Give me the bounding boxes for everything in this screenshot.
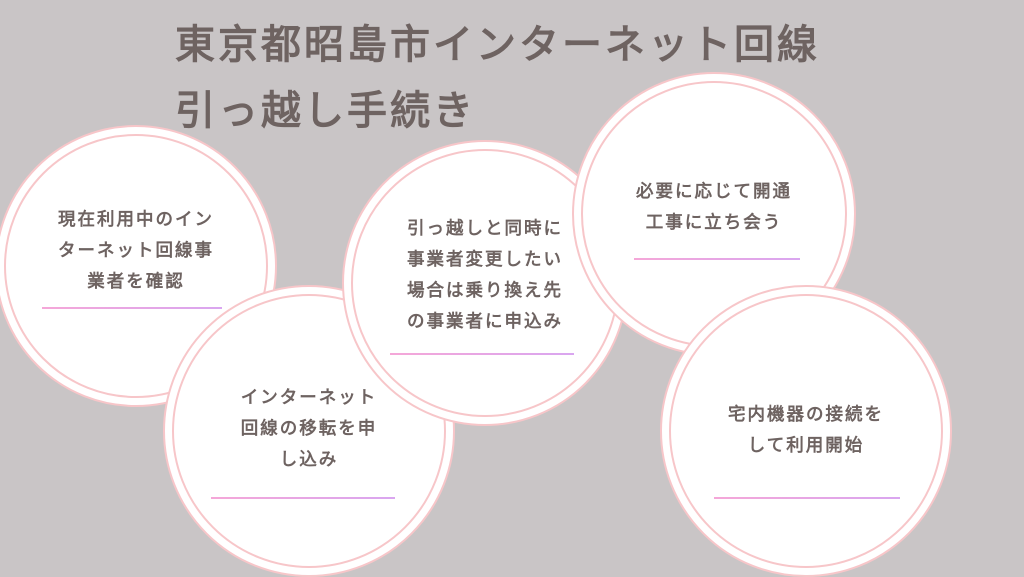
step-3-line: 引っ越しと同時に bbox=[407, 219, 563, 239]
step-1-line: 現在利用中のイン bbox=[58, 210, 214, 230]
step-1-text: 現在利用中のイン ターネット回線事 業者を確認 bbox=[0, 205, 275, 298]
step-1-divider bbox=[42, 307, 222, 309]
step-1-line: 業者を確認 bbox=[87, 272, 185, 292]
step-4-line: 必要に応じて開通 bbox=[636, 182, 792, 202]
step-2-line: 回線の移転を申 bbox=[240, 419, 378, 439]
step-2-text: インターネット 回線の移転を申 し込み bbox=[165, 383, 453, 476]
step-4-text: 必要に応じて開通 工事に立ち会う bbox=[574, 177, 854, 239]
step-4-line: 工事に立ち会う bbox=[645, 213, 783, 233]
step-5-line: 宅内機器の接続を bbox=[728, 405, 884, 425]
step-3-line: 事業者変更したい bbox=[407, 250, 563, 270]
title-line-1: 東京都昭島市インターネット回線 bbox=[175, 22, 820, 68]
step-1-line: ターネット回線事 bbox=[58, 241, 214, 261]
step-3-line: の事業者に申込み bbox=[407, 312, 563, 332]
step-2-line: し込み bbox=[279, 450, 339, 470]
title-line-2: 引っ越し手続き bbox=[175, 88, 476, 134]
step-4-divider bbox=[634, 258, 800, 260]
step-3-line: 場合は乗り換え先 bbox=[407, 281, 563, 301]
step-2-line: インターネット bbox=[240, 388, 378, 408]
step-2-divider bbox=[211, 497, 395, 499]
step-5-line: して利用開始 bbox=[747, 436, 865, 456]
step-circle-5: 宅内機器の接続を して利用開始 bbox=[660, 285, 952, 577]
step-circle-1: 現在利用中のイン ターネット回線事 業者を確認 bbox=[0, 125, 277, 407]
step-5-divider bbox=[714, 497, 900, 499]
step-3-divider bbox=[390, 353, 574, 355]
step-5-text: 宅内機器の接続を して利用開始 bbox=[662, 400, 950, 462]
step-3-text: 引っ越しと同時に 事業者変更したい 場合は乗り換え先 の事業者に申込み bbox=[344, 214, 626, 338]
